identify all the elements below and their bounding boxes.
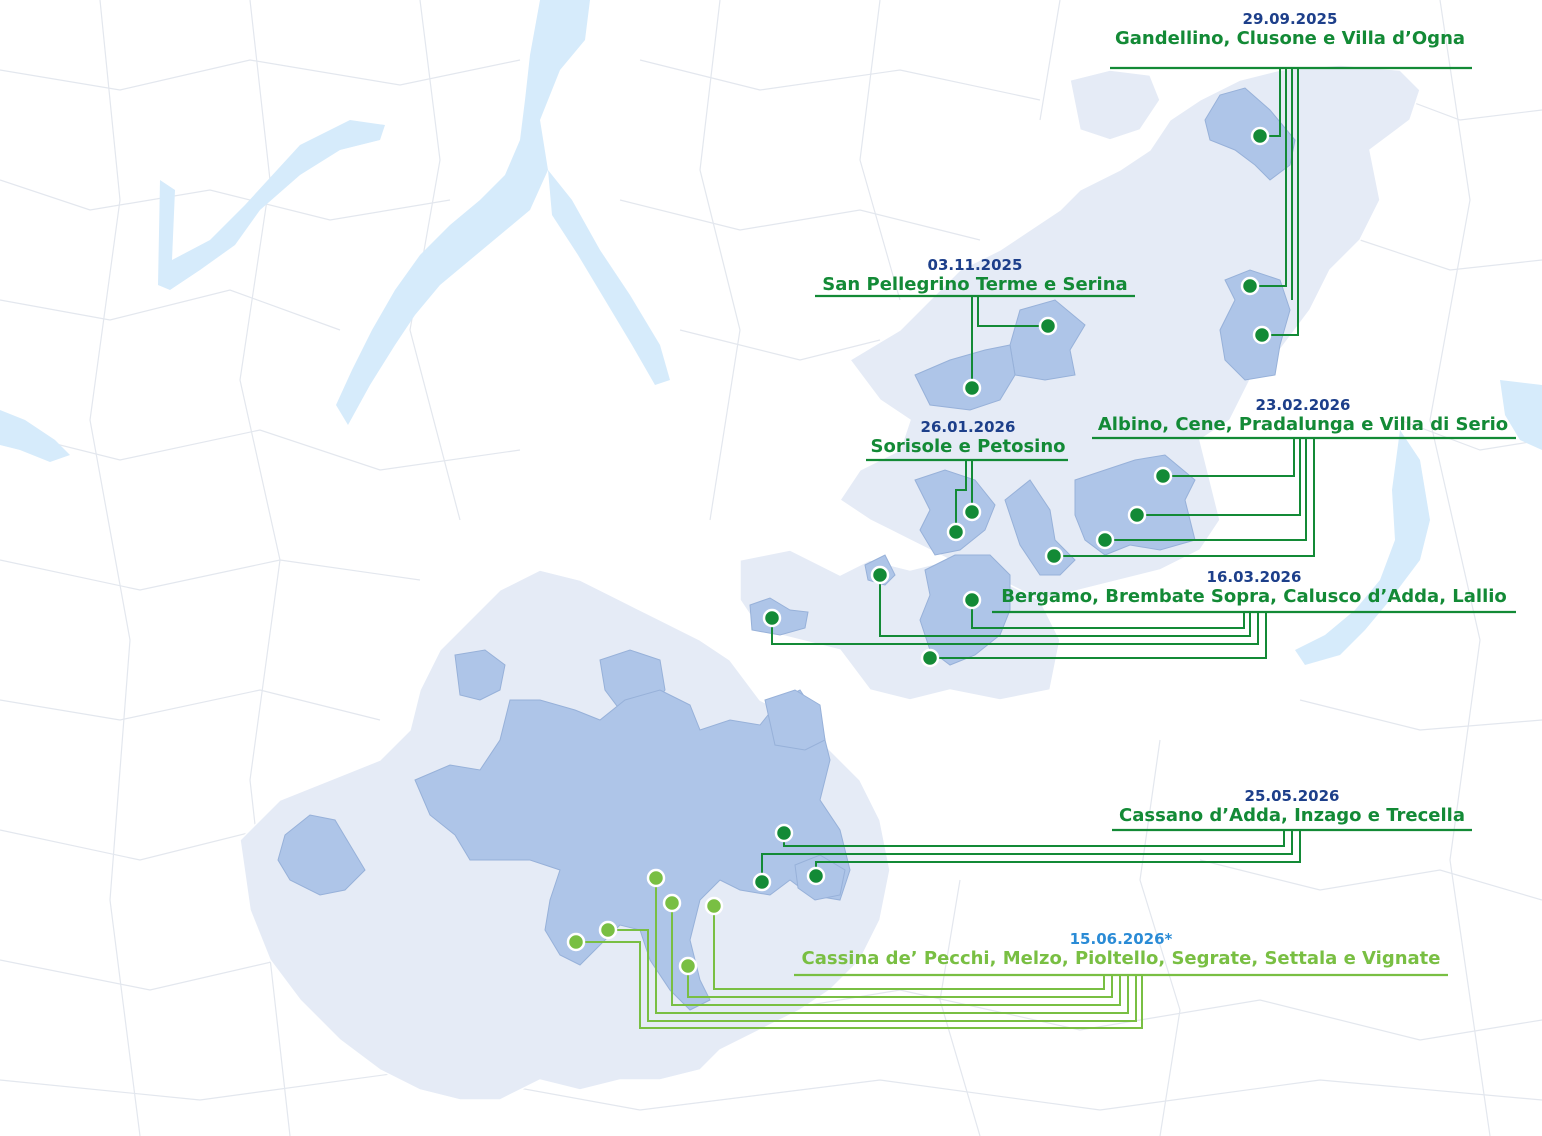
map-pin-dot-icon[interactable] [962, 378, 982, 398]
date-g5: 16.03.2026 [1206, 568, 1302, 586]
map-pin-dot-icon[interactable] [962, 502, 982, 522]
area-clusone [1219, 269, 1291, 381]
area-gandellino [1204, 87, 1296, 181]
places-g6: Cassano d’Adda, Inzago e Trecella [1119, 805, 1465, 826]
connector-g4-4 [1054, 438, 1315, 557]
lake-como [336, 0, 590, 425]
label-g4: 23.02.2026 Albino, Cene, Pradalunga e Vi… [1098, 396, 1508, 436]
lake-como-east-arm [548, 170, 670, 385]
map-pin-dot-icon[interactable] [962, 590, 982, 610]
lake-left-edge [0, 410, 70, 462]
map-pin-dot-icon[interactable] [1127, 505, 1147, 525]
map-pin-dot-icon[interactable] [678, 956, 698, 976]
area-san-pellegrino [914, 344, 1016, 411]
map-pin-dot-icon[interactable] [1240, 276, 1260, 296]
date-g1: 29.09.2025 [1242, 10, 1338, 28]
map-pin-dot-icon[interactable] [1252, 325, 1272, 345]
map-pin-dot-icon[interactable] [920, 648, 940, 668]
connector-g7-6 [576, 941, 1143, 1029]
places-g4: Albino, Cene, Pradalunga e Villa di Seri… [1097, 414, 1509, 435]
connector-g7-3 [671, 903, 1121, 1006]
map-pin-dot-icon[interactable] [1044, 546, 1064, 566]
valseriana-region [1069, 69, 1161, 141]
lake-right-edge [1500, 380, 1542, 450]
map-pin-dot-icon[interactable] [946, 522, 966, 542]
connector-g1-4 [1262, 68, 1299, 336]
lake-iseo [1295, 430, 1430, 665]
connector-g5-4 [930, 612, 1267, 659]
date-g7: 15.06.2026* [1069, 930, 1173, 948]
connector-g4-3 [1105, 438, 1307, 541]
region-highlighted-areas [277, 87, 1296, 1011]
date-g3: 26.01.2026 [920, 418, 1016, 436]
map-pin-dot-icon[interactable] [1250, 126, 1270, 146]
bergamo-north-region [838, 64, 1421, 601]
places-g1: Gandellino, Clusone e Villa d’Ogna [1114, 28, 1466, 49]
label-g1: 29.09.2025 Gandellino, Clusone e Villa d… [1115, 10, 1465, 50]
connector-g7-5 [608, 929, 1137, 1022]
places-g3: Sorisole e Petosino [870, 436, 1066, 457]
map-pin-dot-icon[interactable] [1038, 316, 1058, 336]
label-g7: 15.06.2026* Cassina de’ Pecchi, Melzo, P… [802, 930, 1441, 970]
lake-shapes [0, 0, 1542, 945]
places-g5: Bergamo, Brembate Sopra, Calusco d’Adda,… [1001, 586, 1507, 607]
label-g5: 16.03.2026 Bergamo, Brembate Sopra, Calu… [1001, 568, 1507, 608]
connector-g5-2 [879, 575, 1251, 637]
connector-g1-2 [1250, 68, 1287, 287]
lake-lugano [158, 120, 385, 290]
map-pin-dot-icon[interactable] [752, 872, 772, 892]
map-pin-dot-icon[interactable] [566, 932, 586, 952]
area-milan-north-1 [454, 649, 506, 701]
map-pin-dot-icon[interactable] [870, 565, 890, 585]
connector-g3-2 [955, 460, 967, 532]
connector-g5-3 [771, 612, 1259, 645]
map-pin-dot-icon[interactable] [806, 866, 826, 886]
map-pin-dot-icon[interactable] [774, 823, 794, 843]
map-pin-dot-icon[interactable] [762, 608, 782, 628]
map-pin-dot-icon[interactable] [1153, 466, 1173, 486]
label-g2: 03.11.2025 San Pellegrino Terme e Serina [822, 256, 1127, 296]
connector-g7-2 [687, 966, 1113, 998]
map-pin-dot-icon[interactable] [646, 868, 666, 888]
connector-g2-1 [977, 296, 1048, 327]
map-pin-dot-icon[interactable] [598, 920, 618, 940]
connector-g6-2 [761, 830, 1293, 882]
area-milan-core [414, 689, 851, 1011]
marker-layer [566, 126, 1272, 976]
date-g4: 23.02.2026 [1255, 396, 1351, 414]
connector-g4-1 [1163, 438, 1295, 477]
label-g6: 25.05.2026 Cassano d’Adda, Inzago e Trec… [1119, 787, 1465, 827]
places-g7: Cassina de’ Pecchi, Melzo, Pioltello, Se… [801, 948, 1441, 969]
connector-g5-1 [971, 600, 1245, 629]
date-g2: 03.11.2025 [927, 256, 1023, 274]
connector-g7-1 [713, 906, 1105, 990]
map-pin-dot-icon[interactable] [662, 893, 682, 913]
area-west [277, 814, 366, 896]
connector-g4-2 [1137, 438, 1301, 516]
map-pin-dot-icon[interactable] [704, 896, 724, 916]
map-pin-dot-icon[interactable] [1095, 530, 1115, 550]
places-g2: San Pellegrino Terme e Serina [822, 274, 1128, 295]
date-g6: 25.05.2026 [1244, 787, 1340, 805]
area-east-1 [764, 689, 826, 751]
connector-g7-4 [655, 878, 1129, 1014]
label-g3: 26.01.2026 Sorisole e Petosino [870, 418, 1065, 458]
